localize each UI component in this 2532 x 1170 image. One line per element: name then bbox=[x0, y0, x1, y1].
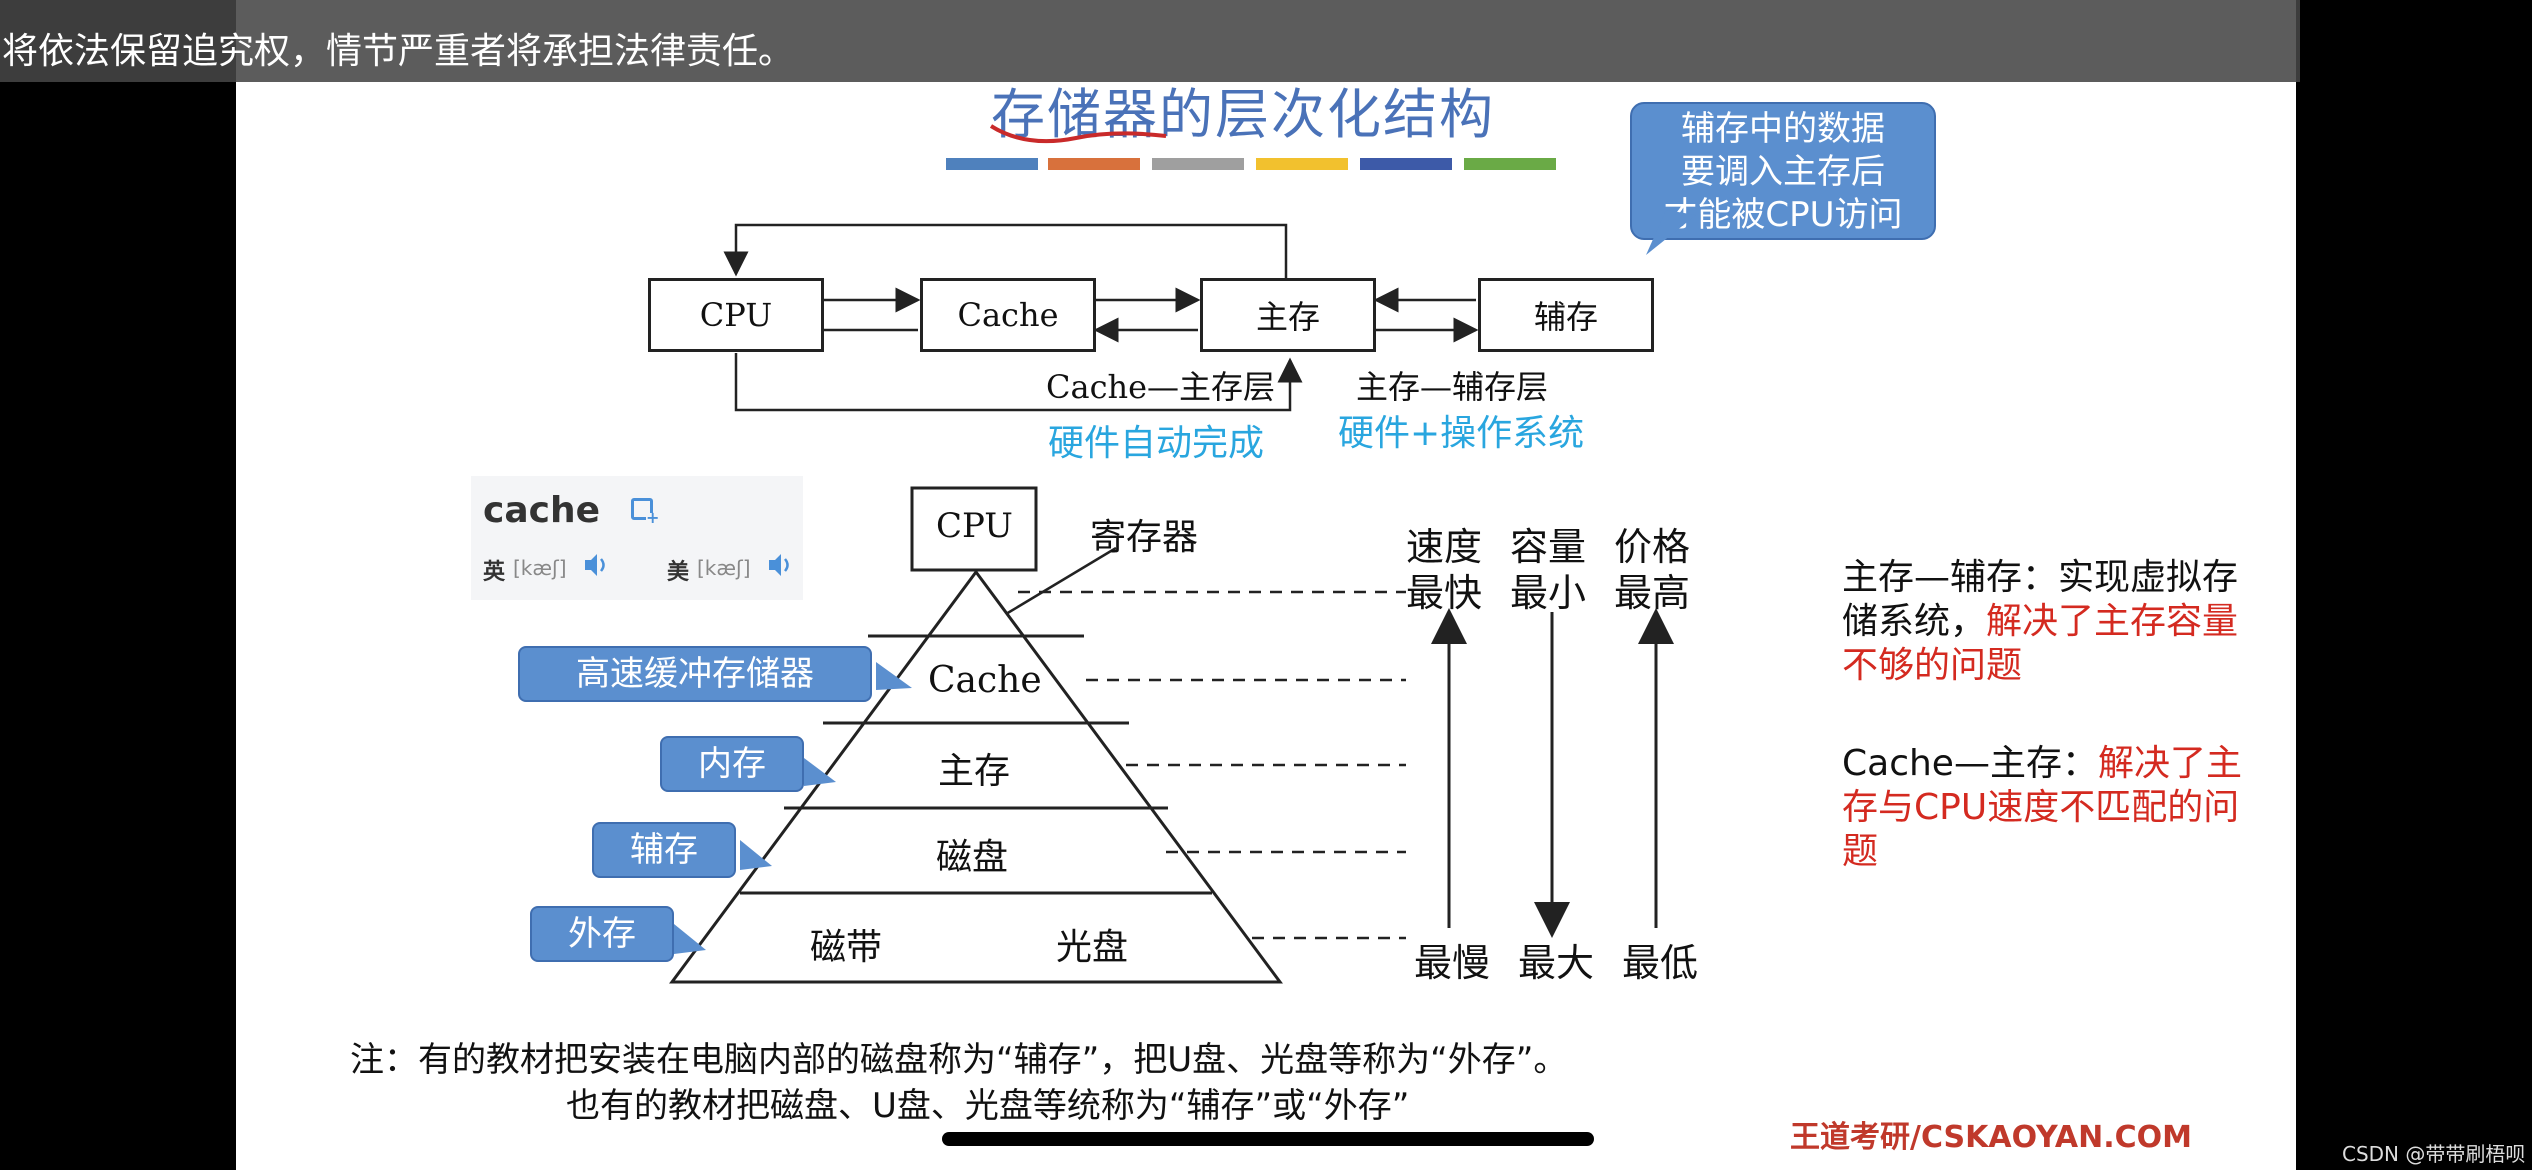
callout-line-1: 辅存中的数据 bbox=[1681, 109, 1885, 149]
dict-us-ipa: [kæʃ] bbox=[697, 556, 751, 580]
pyramid-optical-label: 光盘 bbox=[1056, 927, 1129, 968]
dictionary-popup: cache + 英 [kæʃ] 美 [kæʃ] bbox=[471, 476, 803, 600]
notice-banner-text: 将依法保留追究权，情节严重者将承担法律责任。 bbox=[2, 31, 795, 72]
capacity-header: 容量 bbox=[1510, 525, 1587, 569]
note-cache-main-highlight: 解决了主存与CPU速度不匹配的问题 bbox=[1842, 743, 2242, 872]
price-highest: 最高 bbox=[1614, 571, 1691, 615]
pyramid-cache-label: Cache bbox=[928, 660, 1042, 701]
dict-us-label: 美 bbox=[667, 560, 690, 585]
tag-aux-memory: 辅存 bbox=[592, 822, 736, 878]
dict-us-speaker-icon[interactable] bbox=[767, 550, 793, 580]
capacity-smallest: 最小 bbox=[1510, 571, 1587, 615]
slide-title: 存储器的层次化结构 bbox=[991, 83, 1495, 146]
csdn-watermark: CSDN @带带刷梧呗 bbox=[2342, 1142, 2526, 1166]
pyramid-cpu-label: CPU bbox=[936, 506, 1013, 546]
notice-banner: 将依法保留追究权，情节严重者将承担法律责任。 bbox=[0, 0, 2300, 82]
slide: 存储器的层次化结构 CPU Cache bbox=[236, 0, 2296, 1170]
cpu-box: CPU bbox=[648, 278, 824, 352]
pyramid-main-label: 主存 bbox=[938, 751, 1011, 792]
note-cache-main-text: Cache—主存： bbox=[1842, 743, 2098, 784]
speed-fastest: 最快 bbox=[1406, 571, 1483, 615]
note-main-aux-highlight: 解决了主存容量不够的问题 bbox=[1842, 601, 2239, 686]
hardware-os-label: 硬件+操作系统 bbox=[1338, 413, 1585, 454]
color-bar-4 bbox=[1256, 158, 1348, 170]
brand-logo-text: 王道考研/CSKAOYAN.COM bbox=[1790, 1120, 2192, 1155]
callout-line-2: 要调入主存后 bbox=[1681, 152, 1885, 192]
hardware-auto-label: 硬件自动完成 bbox=[1048, 423, 1265, 464]
color-bar-3 bbox=[1152, 158, 1244, 170]
pyramid-diagram bbox=[669, 486, 1674, 984]
main-memory-box: 主存 bbox=[1200, 278, 1376, 352]
tag-external-memory: 外存 bbox=[530, 906, 674, 962]
footnote-line-2: 也有的教材把磁盘、U盘、光盘等统称为“辅存”或“外存” bbox=[566, 1086, 1410, 1126]
price-lowest: 最低 bbox=[1622, 941, 1699, 985]
tag-internal-memory: 内存 bbox=[660, 736, 804, 792]
note-main-aux-text: 主存—辅存：实现虚拟存储系统， bbox=[1842, 557, 2239, 642]
top-diagram-connectors bbox=[723, 223, 1479, 412]
cache-box: Cache bbox=[920, 278, 1096, 352]
footnote-line-1: 注：有的教材把安装在电脑内部的磁盘称为“辅存”，把U盘、光盘等称为“外存”。 bbox=[350, 1040, 1568, 1080]
speed-slowest: 最慢 bbox=[1414, 941, 1491, 985]
color-bar-6 bbox=[1464, 158, 1556, 170]
dict-uk-speaker-icon[interactable] bbox=[583, 550, 609, 580]
color-bar-5 bbox=[1360, 158, 1452, 170]
callout-line-3: 才能被CPU访问 bbox=[1663, 195, 1903, 235]
color-bar-2 bbox=[1048, 158, 1140, 170]
dict-uk-ipa: [kæʃ] bbox=[513, 556, 567, 580]
aux-memory-box: 辅存 bbox=[1478, 278, 1654, 352]
cache-main-layer-label: Cache—主存层 bbox=[1046, 368, 1276, 406]
color-bar-1 bbox=[946, 158, 1038, 170]
note-main-aux: 主存—辅存：实现虚拟存储系统，解决了主存容量不够的问题 bbox=[1842, 556, 2242, 688]
pyramid-tape-label: 磁带 bbox=[810, 927, 883, 968]
dict-uk-label: 英 bbox=[483, 560, 506, 585]
callout-pointer bbox=[1646, 210, 1696, 255]
price-header: 价格 bbox=[1614, 525, 1691, 569]
title-underline-scribble bbox=[989, 124, 1167, 144]
dict-word: cache bbox=[483, 490, 601, 531]
main-aux-layer-label: 主存—辅存层 bbox=[1356, 368, 1549, 406]
note-cache-main: Cache—主存：解决了主存与CPU速度不匹配的问题 bbox=[1842, 742, 2242, 874]
pyramid-disk-label: 磁盘 bbox=[936, 837, 1009, 878]
home-indicator[interactable] bbox=[942, 1132, 1594, 1146]
tag-high-speed-buffer: 高速缓冲存储器 bbox=[518, 646, 872, 702]
register-label: 寄存器 bbox=[1090, 517, 1199, 558]
capacity-largest: 最大 bbox=[1518, 941, 1595, 985]
speed-header: 速度 bbox=[1406, 525, 1483, 569]
